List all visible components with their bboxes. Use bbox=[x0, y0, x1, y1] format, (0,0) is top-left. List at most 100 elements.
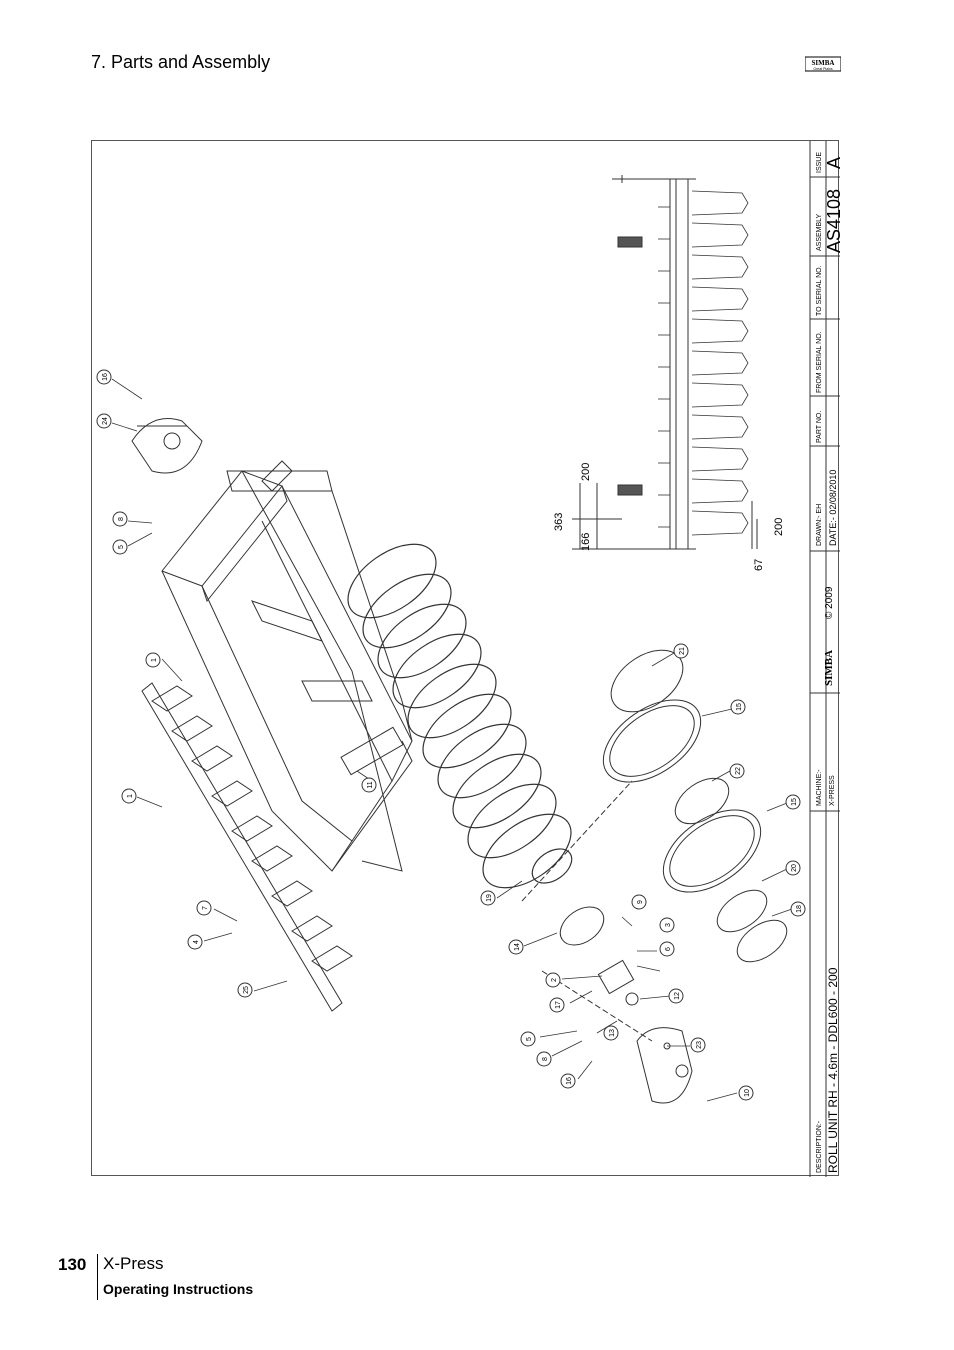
svg-text:15: 15 bbox=[791, 798, 798, 806]
svg-text:16: 16 bbox=[102, 373, 109, 381]
to-serial-label: TO SERIAL NO. bbox=[816, 265, 823, 316]
callout-20: 20 bbox=[785, 860, 801, 876]
svg-text:22: 22 bbox=[735, 767, 742, 775]
svg-text:4: 4 bbox=[193, 940, 200, 944]
svg-text:17: 17 bbox=[555, 1001, 562, 1009]
callout-5a: 5 bbox=[112, 539, 128, 555]
svg-text:23: 23 bbox=[696, 1041, 703, 1049]
simba-mark: SIMBA bbox=[823, 650, 835, 686]
page-number: 130 bbox=[58, 1255, 87, 1274]
description: ROLL UNIT RH - 4.6m - DDL600 - 200 bbox=[826, 967, 840, 1173]
callout-1a: 1 bbox=[145, 652, 161, 668]
section-title: 7. Parts and Assembly bbox=[91, 52, 271, 72]
svg-text:1: 1 bbox=[151, 658, 158, 662]
leader-lines bbox=[111, 378, 793, 1102]
dim-200-bottom: 200 bbox=[773, 518, 785, 536]
callout-15b: 15 bbox=[785, 794, 801, 810]
callouts: 16 24 8 5 1 1 11 7 4 25 19 14 9 3 6 2 17… bbox=[96, 369, 806, 1101]
callout-22: 22 bbox=[729, 763, 745, 779]
svg-text:13: 13 bbox=[609, 1029, 616, 1037]
svg-text:11: 11 bbox=[367, 781, 374, 788]
product-name: X-Press bbox=[103, 1254, 164, 1273]
description-label: DESCRIPTION:- bbox=[816, 1120, 823, 1173]
assembly-label: ASSEMBLY bbox=[816, 213, 823, 251]
callout-5b: 5 bbox=[520, 1031, 536, 1047]
document-type: Operating Instructions bbox=[103, 1281, 254, 1297]
end-plate-upper bbox=[131, 418, 203, 474]
svg-text:10: 10 bbox=[744, 1089, 751, 1097]
callout-7: 7 bbox=[196, 900, 212, 916]
callout-3: 3 bbox=[659, 917, 675, 933]
svg-text:Great Plains: Great Plains bbox=[813, 67, 833, 71]
callout-2: 2 bbox=[545, 972, 561, 988]
callout-12: 12 bbox=[668, 988, 684, 1004]
roller-discs bbox=[347, 543, 573, 889]
svg-text:1: 1 bbox=[127, 794, 134, 798]
from-serial-label: FROM SERIAL NO. bbox=[816, 331, 823, 393]
callout-15a: 15 bbox=[730, 699, 746, 715]
callout-14: 14 bbox=[508, 939, 524, 955]
title-block bbox=[809, 141, 840, 1177]
svg-text:16: 16 bbox=[566, 1077, 573, 1085]
callout-24: 24 bbox=[96, 413, 112, 429]
svg-text:14: 14 bbox=[514, 943, 521, 951]
svg-text:25: 25 bbox=[243, 986, 250, 994]
footer-divider bbox=[97, 1254, 98, 1300]
date: DATE:- 02/08/2010 bbox=[828, 470, 838, 546]
svg-text:5: 5 bbox=[526, 1037, 533, 1041]
callout-10: 10 bbox=[738, 1085, 754, 1101]
dim-166: 166 bbox=[580, 533, 592, 551]
callout-8b: 8 bbox=[536, 1051, 552, 1067]
callout-4: 4 bbox=[187, 934, 203, 950]
svg-text:12: 12 bbox=[674, 992, 681, 1000]
drawn: DRAWN:- EH bbox=[816, 504, 823, 546]
title-block-text: DESCRIPTION:- ROLL UNIT RH - 4.6m - DDL6… bbox=[816, 152, 840, 1173]
copyright: © 2009 bbox=[824, 586, 835, 619]
dim-363: 363 bbox=[553, 513, 565, 531]
machine-label: MACHINE:- bbox=[816, 769, 823, 806]
dim-200-top: 200 bbox=[580, 463, 592, 481]
callout-25: 25 bbox=[237, 982, 253, 998]
callout-23: 23 bbox=[690, 1037, 706, 1053]
top-view bbox=[572, 175, 758, 550]
assembly-drawing: 16 24 8 5 1 1 11 7 4 25 19 14 9 3 6 2 17… bbox=[91, 140, 840, 1177]
svg-text:19: 19 bbox=[486, 894, 493, 902]
frame bbox=[161, 460, 413, 872]
svg-text:5: 5 bbox=[118, 545, 125, 549]
assembly-number: AS4108 bbox=[824, 189, 840, 253]
callout-1b: 1 bbox=[121, 788, 137, 804]
callout-16a: 16 bbox=[96, 369, 112, 385]
issue-label: ISSUE bbox=[816, 152, 823, 173]
svg-text:8: 8 bbox=[542, 1057, 549, 1061]
svg-text:9: 9 bbox=[637, 900, 644, 904]
svg-text:2: 2 bbox=[551, 978, 558, 982]
svg-text:15: 15 bbox=[736, 703, 743, 711]
callout-17: 17 bbox=[549, 997, 565, 1013]
svg-text:20: 20 bbox=[791, 864, 798, 872]
svg-text:7: 7 bbox=[202, 906, 209, 910]
svg-text:6: 6 bbox=[665, 947, 672, 951]
machine: X-PRESS bbox=[829, 775, 836, 806]
dim-67: 67 bbox=[753, 559, 765, 571]
part-no-label: PART NO. bbox=[816, 411, 823, 443]
callout-19: 19 bbox=[480, 890, 496, 906]
svg-text:SIMBA: SIMBA bbox=[812, 59, 835, 67]
tine-bar bbox=[141, 682, 353, 1012]
callout-21: 21 bbox=[673, 643, 689, 659]
callout-18: 18 bbox=[790, 901, 806, 917]
issue: A bbox=[824, 157, 840, 169]
callout-16b: 16 bbox=[560, 1073, 576, 1089]
dimension-labels: 166 363 200 67 200 bbox=[553, 463, 785, 571]
callout-6: 6 bbox=[659, 941, 675, 957]
svg-text:21: 21 bbox=[679, 647, 686, 655]
simba-logo: SIMBA Great Plains bbox=[805, 56, 841, 72]
callout-11: 11 bbox=[361, 777, 377, 793]
callout-9: 9 bbox=[631, 894, 647, 910]
drawing-svg: 16 24 8 5 1 1 11 7 4 25 19 14 9 3 6 2 17… bbox=[96, 141, 840, 1177]
svg-text:8: 8 bbox=[118, 517, 125, 521]
callout-8a: 8 bbox=[112, 511, 128, 527]
svg-text:24: 24 bbox=[102, 417, 109, 425]
svg-text:3: 3 bbox=[665, 923, 672, 927]
svg-text:18: 18 bbox=[796, 905, 803, 913]
callout-13: 13 bbox=[603, 1025, 619, 1041]
